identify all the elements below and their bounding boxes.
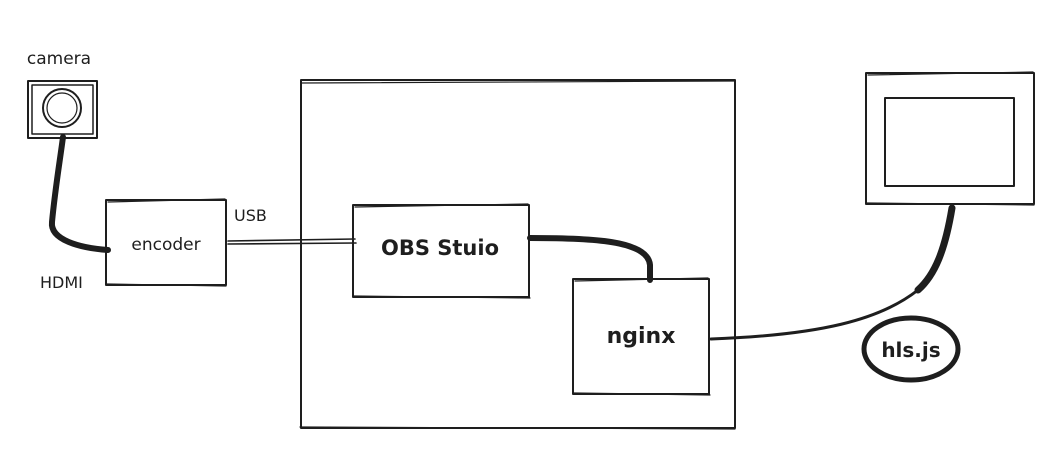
host-machine-box [299,79,736,430]
nginx-node: nginx [572,277,711,396]
encoder-box-sketch-line [106,198,227,287]
nginx-box-sketch-line [573,277,711,396]
hlsjs-node: hls.js [861,315,961,383]
monitor-screen [884,97,1015,187]
usb-label: USB [234,206,267,225]
host-box-outline [300,79,736,429]
nginx-monitor-connector-thick [914,204,956,294]
monitor-node [865,71,1035,206]
monitor-frame-sketch-line [866,71,1035,206]
camera-encoder-cable [49,134,111,253]
obs-nginx-connector [527,235,653,283]
camera-lens-icon [42,88,82,128]
hdmi-label: HDMI [40,273,83,292]
camera-lens-inner [46,92,78,124]
host-box-sketch-line [299,80,736,430]
hlsjs-label: hls.js [881,338,940,362]
encoder-obs-line [227,238,357,245]
monitor-outer-frame [865,72,1035,205]
encoder-label: encoder [131,235,200,255]
obs-label: OBS Stuio [381,236,499,260]
camera-node: camera [27,49,98,139]
camera-label: camera [27,49,91,69]
obs-box-sketch-line [353,203,531,299]
hlsjs-highlight-circle [861,315,961,383]
nginx-label: nginx [607,324,676,349]
camera-body-inner [31,84,94,135]
obs-node: OBS Stuio [352,203,531,299]
encoder-node: encoder [105,198,227,287]
